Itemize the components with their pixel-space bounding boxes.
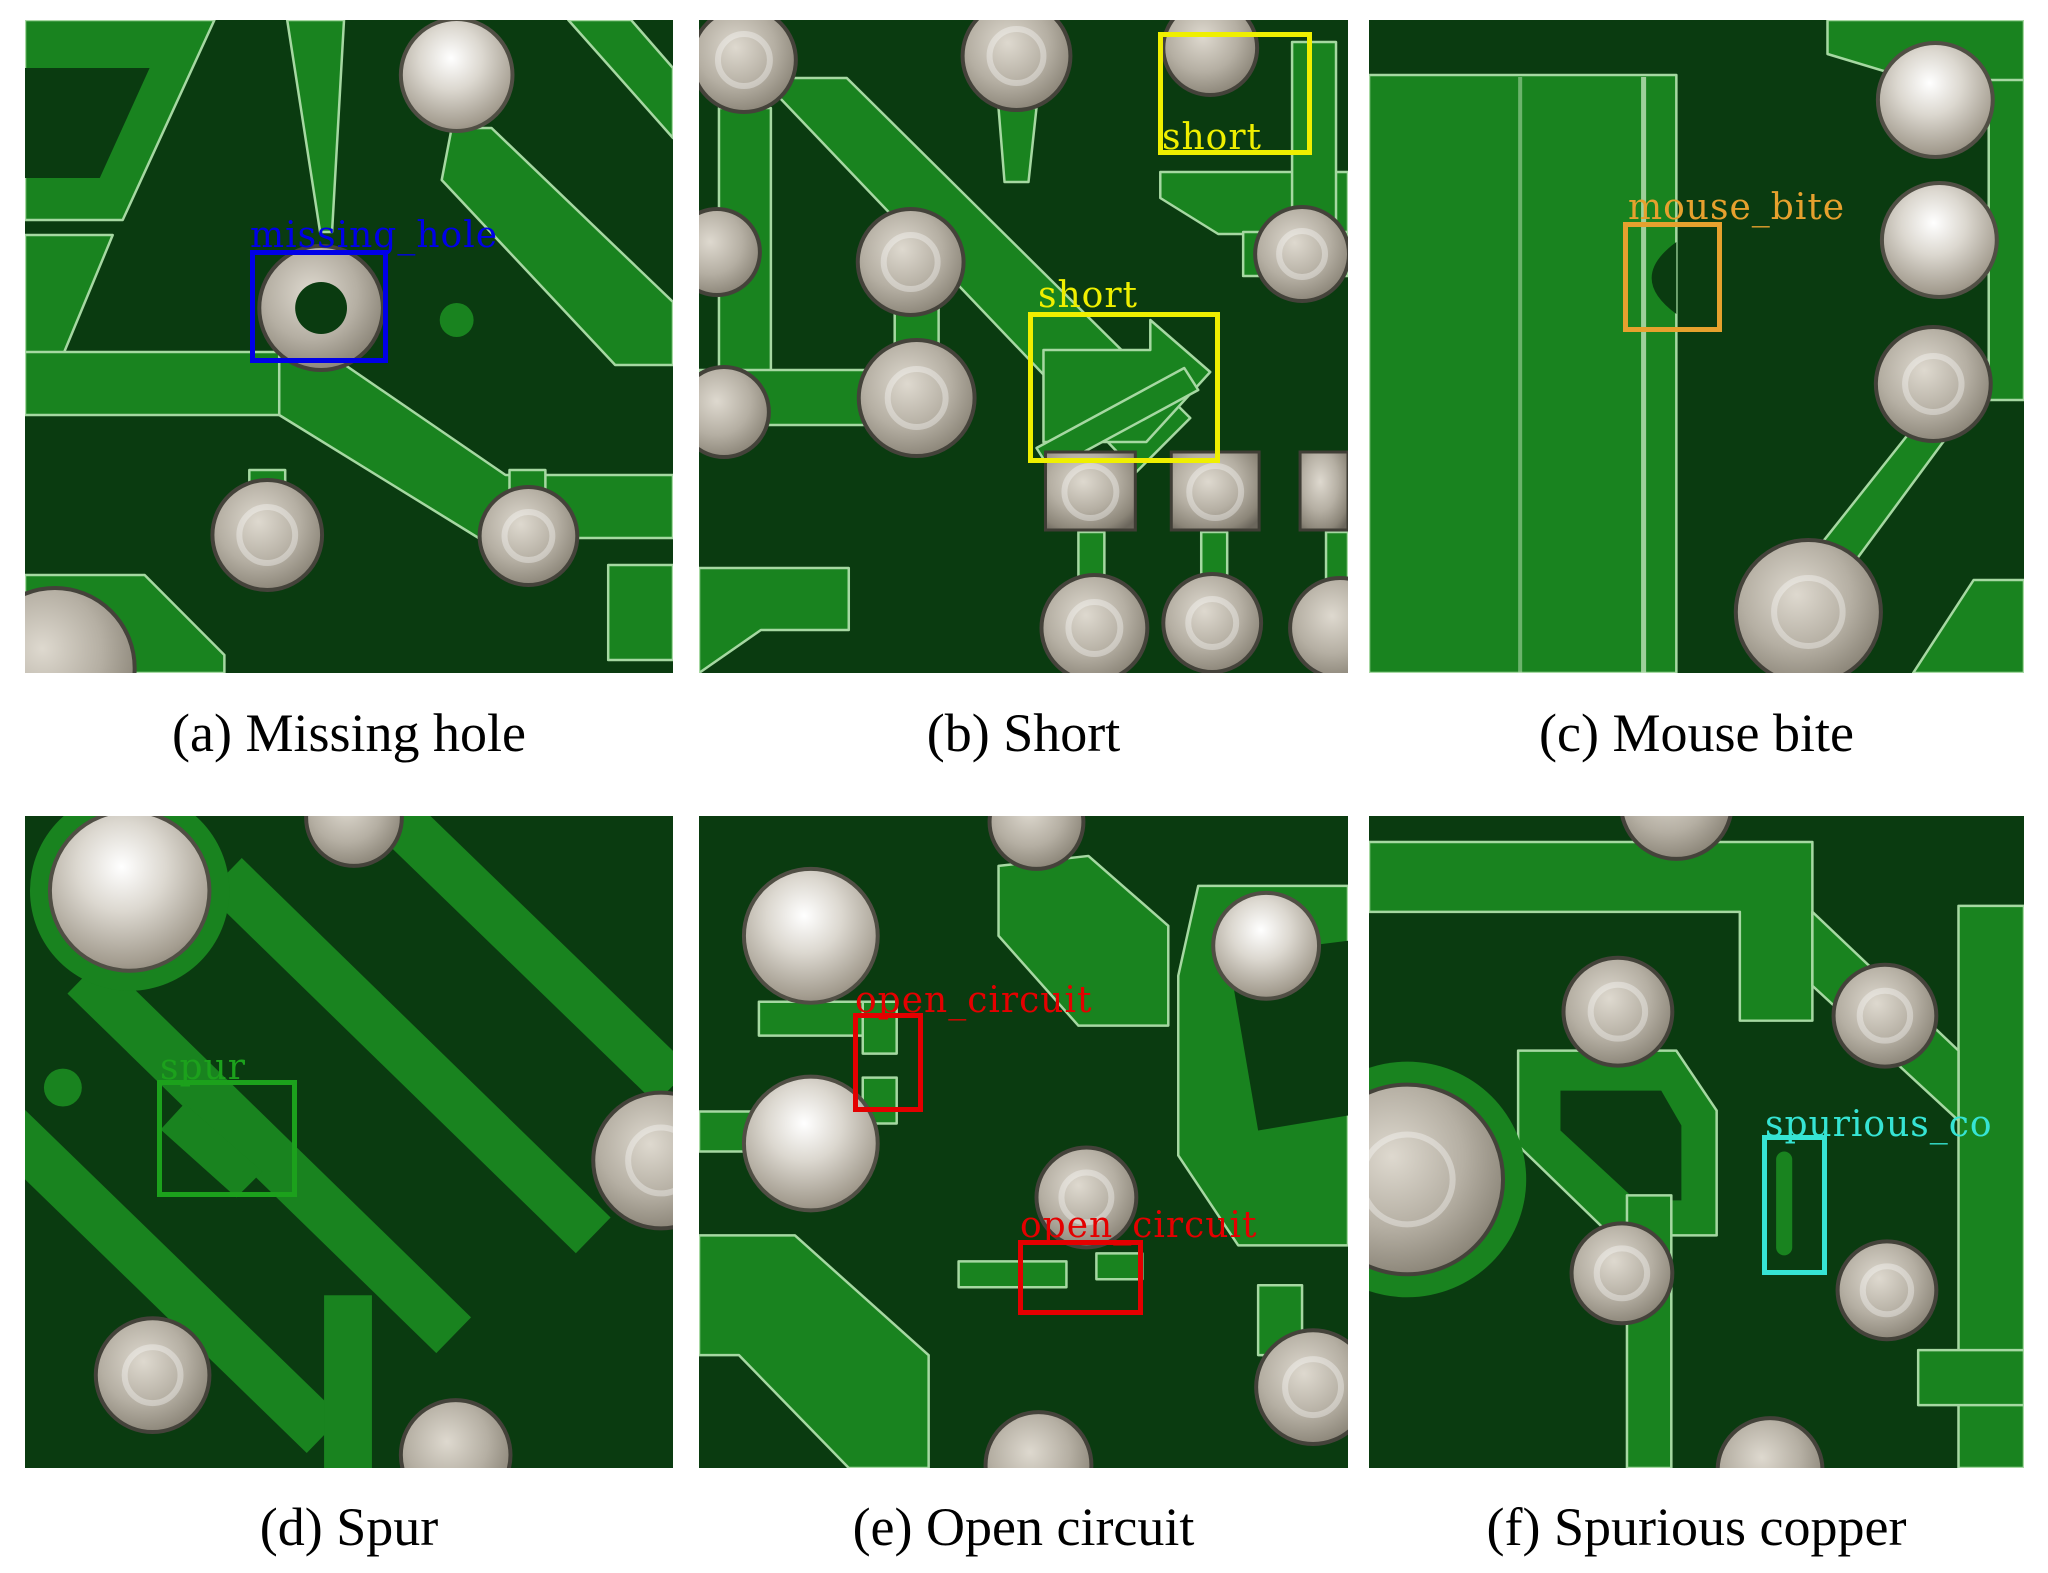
short-bounding-box <box>1028 312 1220 463</box>
pcb-artwork-d <box>25 816 673 1468</box>
pcb-photo-panel-a: missing_hole <box>25 20 673 673</box>
solder-pads <box>699 20 1348 673</box>
pcb-photo-panel-c: mouse_bite <box>1369 20 2024 673</box>
pcb-photo-panel-b: short short <box>699 20 1348 673</box>
caption-short: (b) Short <box>926 703 1121 763</box>
open_circuit-label: open_circuit <box>855 980 1093 1021</box>
mouse_bite-label: mouse_bite <box>1628 187 1846 228</box>
annotation-layer-d: spur <box>25 816 673 1468</box>
spur-bounding-box <box>157 1080 297 1197</box>
spurious_co-label: spurious_co <box>1765 1104 1993 1145</box>
solder-pads <box>30 816 673 1468</box>
annotation-layer-b: short short <box>699 20 1348 673</box>
solder-pads <box>1369 816 1939 1468</box>
open_circuit-label: open_circuit <box>1020 1205 1258 1246</box>
spur-label: spur <box>160 1047 246 1088</box>
missing_hole-label: missing_hole <box>250 215 499 256</box>
pcb-artwork-a <box>25 20 673 673</box>
solder-pads <box>741 816 1348 1468</box>
pcb-artwork-f <box>1369 816 2024 1468</box>
pcb-photo-panel-d: spur <box>25 816 673 1468</box>
pcb-photo-panel-e: open_circuit open_circuit <box>699 816 1348 1468</box>
open_circuit-bounding-box <box>1018 1240 1143 1315</box>
short-label: short <box>1162 117 1263 158</box>
annotation-layer-f: spurious_co <box>1369 816 2024 1468</box>
missing_hole-bounding-box <box>250 250 388 363</box>
caption-spur: (d) Spur <box>259 1497 439 1557</box>
copper-traces <box>25 816 673 1468</box>
mouse_bite-bounding-box <box>1623 222 1722 332</box>
annotation-layer-c: mouse_bite <box>1369 20 2024 673</box>
pcb-photo-panel-f: spurious_co <box>1369 816 2024 1468</box>
caption-open-circuit: (e) Open circuit <box>852 1497 1195 1557</box>
pcb-artwork-c <box>1369 20 2024 673</box>
pcb-artwork-e <box>699 816 1348 1468</box>
spurious_co-bounding-box <box>1762 1135 1827 1275</box>
pcb-artwork-b <box>699 20 1348 673</box>
short-bounding-box <box>1158 32 1312 155</box>
annotation-layer-a: missing_hole <box>25 20 673 673</box>
caption-mouse-bite: (c) Mouse bite <box>1539 703 1854 763</box>
annotation-layer-e: open_circuit open_circuit <box>699 816 1348 1468</box>
short-label: short <box>1038 275 1139 316</box>
copper-traces <box>699 40 1348 673</box>
caption-spurious-copper: (f) Spurious copper <box>1486 1497 1907 1557</box>
solder-pads <box>25 20 580 673</box>
open_circuit-bounding-box <box>853 1013 923 1112</box>
caption-missing-hole: (a) Missing hole <box>172 703 526 763</box>
solder-pads <box>1733 41 1999 673</box>
copper-traces <box>1369 20 2024 673</box>
